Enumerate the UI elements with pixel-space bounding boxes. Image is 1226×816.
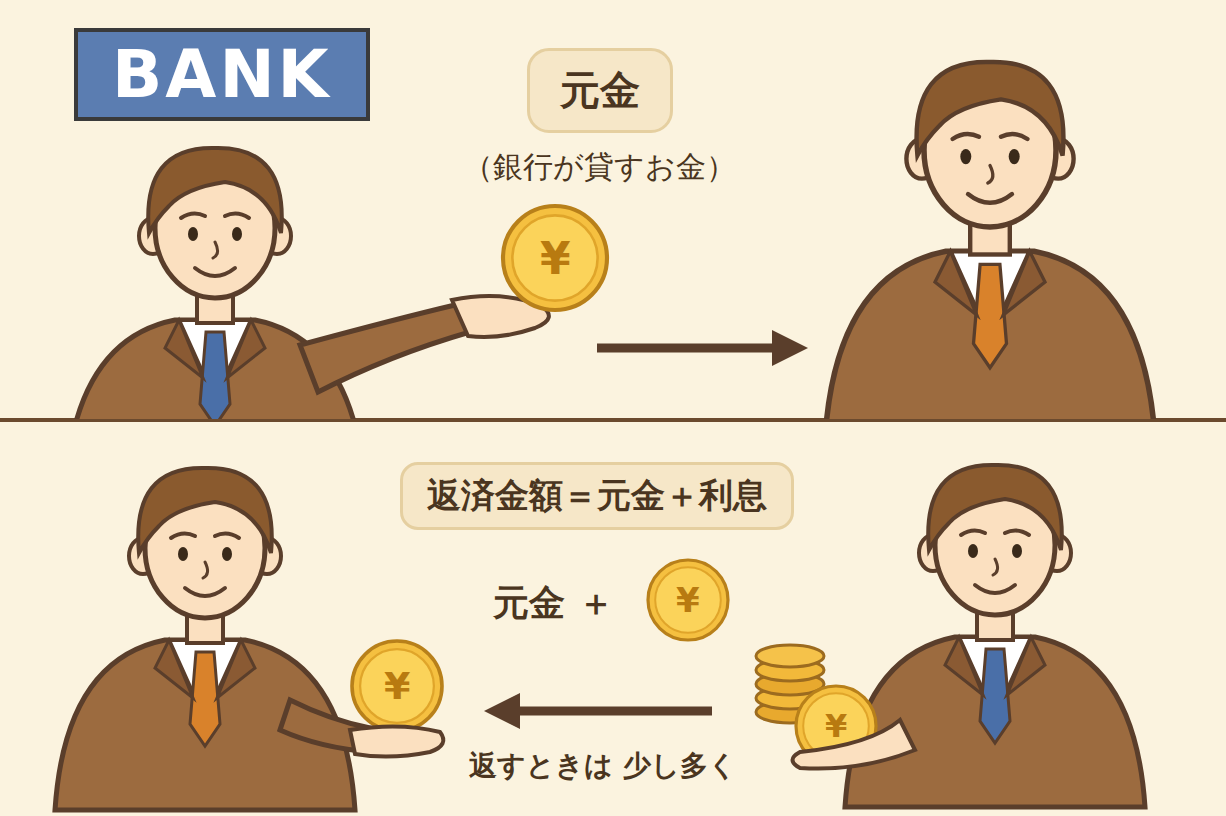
yen-symbol: ¥ (384, 664, 410, 708)
bank-sign: BANK (74, 28, 370, 121)
hand (350, 726, 443, 756)
arrow-line (597, 344, 780, 353)
note-text: 返すときは 少し多く (469, 747, 737, 785)
box-text: 返済金額＝元金＋利息 (400, 462, 794, 530)
term-box: 元金 （銀行が貸すお金） (459, 48, 740, 188)
coin (503, 206, 607, 310)
box-text: 元金 (527, 48, 673, 133)
coin (648, 560, 728, 640)
borrower-figure (825, 62, 1155, 419)
formula-box: 返済金額＝元金＋利息 (400, 462, 794, 530)
hand (793, 720, 916, 769)
arrow-line (512, 707, 712, 716)
coin (352, 641, 442, 731)
arm (300, 305, 470, 392)
banker-figure (55, 468, 355, 810)
formula-text: 元金 ＋ (493, 579, 614, 628)
arrow-head (772, 330, 808, 366)
box-text: BANK (74, 28, 370, 121)
yen-symbol: ¥ (825, 707, 847, 745)
box-subtitle: （銀行が貸すお金） (459, 147, 740, 188)
arrow-head (484, 693, 520, 729)
yen-symbol: ¥ (540, 233, 571, 284)
yen-symbol: ¥ (676, 580, 700, 620)
